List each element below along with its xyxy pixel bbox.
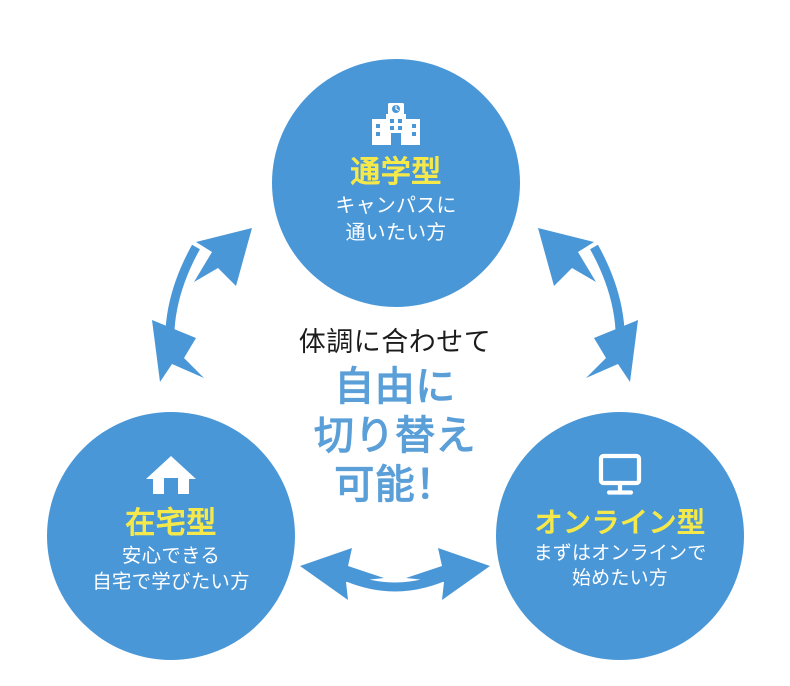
node-description: キャンパスに 通いたい方: [335, 193, 457, 244]
node-home[interactable]: 在宅型 安心できる 自宅で学びたい方: [47, 412, 295, 660]
school-building-icon: [368, 99, 424, 149]
node-description: まずはオンラインで 始めたい方: [533, 542, 707, 590]
node-commuting[interactable]: 通学型 キャンパスに 通いたい方: [272, 59, 520, 307]
connector-home-online: [300, 548, 490, 600]
home-icon: [143, 450, 199, 500]
node-online[interactable]: オンライン型 まずはオンラインで 始めたい方: [496, 412, 744, 660]
connector-home-commuting: [152, 228, 252, 382]
node-title: オンライン型: [534, 506, 706, 539]
node-title: 通学型: [350, 155, 442, 190]
node-description: 安心できる 自宅で学びたい方: [92, 544, 250, 594]
node-title: 在宅型: [125, 506, 217, 541]
center-caption: 体調に合わせて 自由に 切り替え 可能！: [275, 327, 515, 510]
center-lead-text: 体調に合わせて: [298, 327, 492, 358]
connector-commuting-online: [538, 228, 638, 382]
monitor-icon: [592, 450, 648, 500]
center-emphasis-text: 自由に 切り替え 可能！: [314, 364, 476, 508]
